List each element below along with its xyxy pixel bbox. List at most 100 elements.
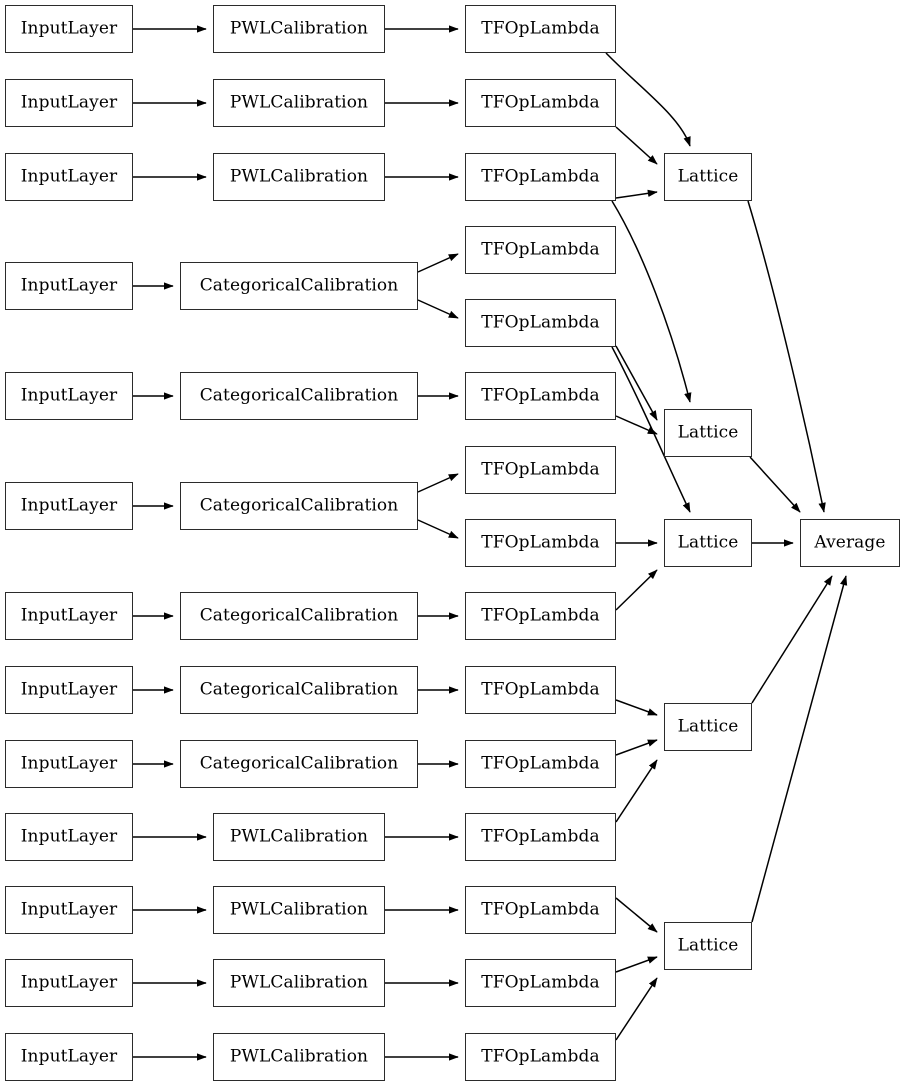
- node-tfoplambda-10[interactable]: TFOpLambda: [465, 666, 616, 714]
- node-pwl-calibration-1[interactable]: PWLCalibration: [213, 5, 385, 53]
- node-input-layer-9[interactable]: InputLayer: [5, 740, 133, 788]
- node-tfoplambda-3[interactable]: TFOpLambda: [465, 153, 616, 201]
- edge-op2-lat1: [615, 126, 658, 165]
- node-tfoplambda-1[interactable]: TFOpLambda: [465, 5, 616, 53]
- node-label: Lattice: [677, 422, 739, 442]
- node-label: InputLayer: [20, 826, 118, 846]
- edge-op15-lat5: [615, 977, 658, 1041]
- edge-lat2-avg: [749, 456, 801, 513]
- node-input-layer-11[interactable]: InputLayer: [5, 886, 133, 934]
- node-label: InputLayer: [20, 753, 118, 773]
- node-pwl-calibration-5[interactable]: PWLCalibration: [213, 886, 385, 934]
- node-tfoplambda-13[interactable]: TFOpLambda: [465, 886, 616, 934]
- node-tfoplambda-2[interactable]: TFOpLambda: [465, 79, 616, 127]
- edge-op3-lat1: [615, 189, 658, 199]
- node-label: Lattice: [677, 166, 739, 186]
- node-label: InputLayer: [20, 166, 118, 186]
- node-tfoplambda-15[interactable]: TFOpLambda: [465, 1033, 616, 1081]
- node-lattice-2[interactable]: Lattice: [664, 409, 752, 457]
- node-label: PWLCalibration: [229, 972, 369, 992]
- node-categorical-calibration-2[interactable]: CategoricalCalibration: [180, 372, 418, 420]
- node-label: TFOpLambda: [481, 92, 600, 112]
- node-label: PWLCalibration: [229, 899, 369, 919]
- node-tfoplambda-7[interactable]: TFOpLambda: [465, 446, 616, 494]
- node-pwl-calibration-2[interactable]: PWLCalibration: [213, 79, 385, 127]
- node-categorical-calibration-6[interactable]: CategoricalCalibration: [180, 740, 418, 788]
- edge-cal4-op5: [417, 299, 459, 319]
- node-pwl-calibration-3[interactable]: PWLCalibration: [213, 153, 385, 201]
- node-label: Lattice: [677, 935, 739, 955]
- node-tfoplambda-12[interactable]: TFOpLambda: [465, 813, 616, 861]
- node-label: InputLayer: [20, 275, 118, 295]
- node-lattice-4[interactable]: Lattice: [664, 703, 752, 751]
- node-label: CategoricalCalibration: [199, 385, 399, 405]
- node-label: PWLCalibration: [229, 92, 369, 112]
- node-tfoplambda-6[interactable]: TFOpLambda: [465, 372, 616, 420]
- node-label: InputLayer: [20, 1046, 118, 1066]
- node-label: CategoricalCalibration: [199, 275, 399, 295]
- node-input-layer-8[interactable]: InputLayer: [5, 666, 133, 714]
- edge-op5-lat2: [615, 345, 658, 421]
- node-pwl-calibration-7[interactable]: PWLCalibration: [213, 1033, 385, 1081]
- node-lattice-1[interactable]: Lattice: [664, 153, 752, 201]
- node-input-layer-10[interactable]: InputLayer: [5, 813, 133, 861]
- node-label: TFOpLambda: [481, 18, 600, 38]
- node-categorical-calibration-1[interactable]: CategoricalCalibration: [180, 262, 418, 310]
- node-tfoplambda-14[interactable]: TFOpLambda: [465, 959, 616, 1007]
- edge-cal4-op4: [417, 253, 459, 273]
- node-input-layer-13[interactable]: InputLayer: [5, 1033, 133, 1081]
- node-input-layer-3[interactable]: InputLayer: [5, 153, 133, 201]
- node-label: CategoricalCalibration: [199, 753, 399, 773]
- node-tfoplambda-4[interactable]: TFOpLambda: [465, 226, 616, 274]
- node-label: TFOpLambda: [481, 166, 600, 186]
- node-input-layer-12[interactable]: InputLayer: [5, 959, 133, 1007]
- node-categorical-calibration-3[interactable]: CategoricalCalibration: [180, 482, 418, 530]
- node-label: TFOpLambda: [481, 312, 600, 332]
- node-lattice-5[interactable]: Lattice: [664, 922, 752, 970]
- node-label: InputLayer: [20, 92, 118, 112]
- edge-op13-lat5: [615, 897, 658, 933]
- node-label: TFOpLambda: [481, 532, 600, 552]
- edge-op11-lat4: [615, 739, 658, 756]
- node-label: TFOpLambda: [481, 753, 600, 773]
- node-label: TFOpLambda: [481, 679, 600, 699]
- edge-op9-lat3: [615, 569, 658, 611]
- node-label: TFOpLambda: [481, 972, 600, 992]
- node-average[interactable]: Average: [800, 519, 900, 567]
- node-label: CategoricalCalibration: [199, 605, 399, 625]
- edge-op1-lat1: [605, 52, 691, 147]
- node-label: TFOpLambda: [481, 826, 600, 846]
- node-pwl-calibration-6[interactable]: PWLCalibration: [213, 959, 385, 1007]
- node-label: TFOpLambda: [481, 1046, 600, 1066]
- node-input-layer-2[interactable]: InputLayer: [5, 79, 133, 127]
- edge-lat1-avg: [747, 200, 826, 513]
- edge-cal6-op7: [417, 473, 459, 493]
- node-label: InputLayer: [20, 495, 118, 515]
- node-tfoplambda-11[interactable]: TFOpLambda: [465, 740, 616, 788]
- node-tfoplambda-8[interactable]: TFOpLambda: [465, 519, 616, 567]
- node-input-layer-7[interactable]: InputLayer: [5, 592, 133, 640]
- node-input-layer-4[interactable]: InputLayer: [5, 262, 133, 310]
- node-input-layer-1[interactable]: InputLayer: [5, 5, 133, 53]
- node-categorical-calibration-4[interactable]: CategoricalCalibration: [180, 592, 418, 640]
- node-input-layer-6[interactable]: InputLayer: [5, 482, 133, 530]
- node-categorical-calibration-5[interactable]: CategoricalCalibration: [180, 666, 418, 714]
- edge-op12-lat4: [615, 759, 658, 823]
- edge-op10-lat4: [615, 699, 658, 716]
- node-tfoplambda-5[interactable]: TFOpLambda: [465, 299, 616, 347]
- node-label: InputLayer: [20, 605, 118, 625]
- node-label: TFOpLambda: [481, 899, 600, 919]
- node-input-layer-5[interactable]: InputLayer: [5, 372, 133, 420]
- node-label: CategoricalCalibration: [199, 679, 399, 699]
- edge-op6-lat2: [615, 415, 658, 435]
- node-label: InputLayer: [20, 679, 118, 699]
- node-tfoplambda-9[interactable]: TFOpLambda: [465, 592, 616, 640]
- node-pwl-calibration-4[interactable]: PWLCalibration: [213, 813, 385, 861]
- node-label: Lattice: [677, 716, 739, 736]
- edge-op14-lat5: [615, 956, 658, 973]
- node-lattice-3[interactable]: Lattice: [664, 519, 752, 567]
- edge-op3-lat2: [611, 200, 692, 403]
- node-label: InputLayer: [20, 899, 118, 919]
